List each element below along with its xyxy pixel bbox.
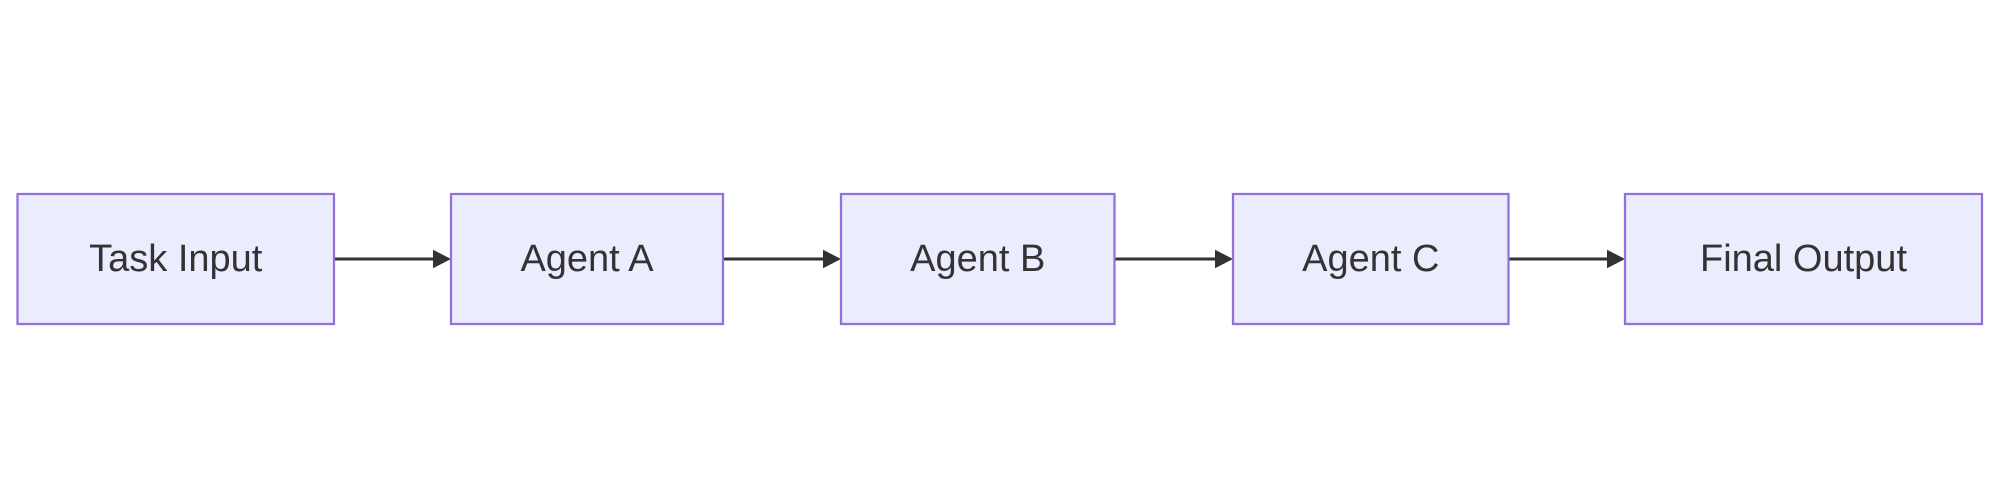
svg-text:Final Output: Final Output — [1700, 238, 1907, 280]
svg-text:Agent B: Agent B — [910, 238, 1045, 280]
svg-text:Agent C: Agent C — [1302, 238, 1439, 280]
svg-text:Task Input: Task Input — [89, 238, 263, 280]
svg-text:Agent A: Agent A — [520, 238, 654, 280]
